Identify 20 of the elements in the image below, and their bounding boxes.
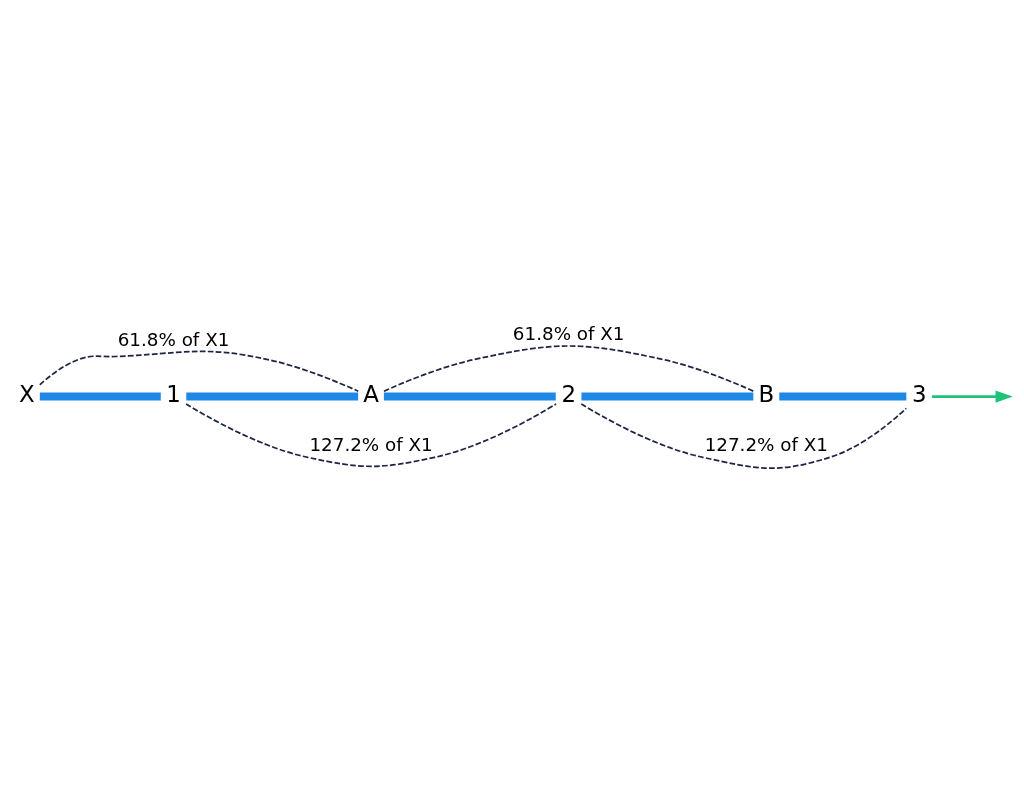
connector xyxy=(186,392,359,401)
connector xyxy=(580,402,908,469)
arrow xyxy=(931,390,1013,403)
connector xyxy=(39,392,161,401)
edge-label: 127.2% of X1 xyxy=(309,433,433,455)
connector xyxy=(581,392,754,401)
node-text: 3 xyxy=(911,380,927,407)
connector xyxy=(185,402,557,467)
connector xyxy=(383,392,556,401)
edge-label: 61.8% of X1 xyxy=(117,328,230,350)
edge-label: 127.2% of X1 xyxy=(704,433,828,455)
node-text: B xyxy=(758,380,775,407)
node-text: 2 xyxy=(561,380,576,407)
connector xyxy=(779,392,907,401)
connector xyxy=(38,350,360,392)
connector xyxy=(383,344,755,392)
node-text: 1 xyxy=(166,380,181,407)
edge-label: 61.8% of X1 xyxy=(512,322,625,344)
node-text: A xyxy=(363,380,379,407)
node-text: X xyxy=(19,380,35,407)
